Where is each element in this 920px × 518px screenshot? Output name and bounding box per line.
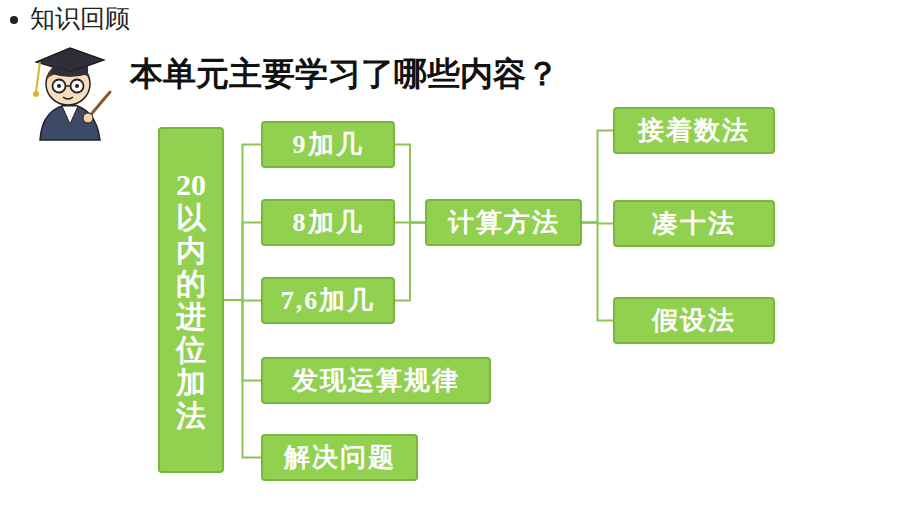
box-text: 接着数法 xyxy=(638,113,750,148)
box-text: 20以内的进位加法 xyxy=(176,168,206,432)
bullet xyxy=(10,16,18,24)
branch-box: 8加几 xyxy=(261,199,395,246)
branch-box: 9加几 xyxy=(261,121,395,168)
bracket-connector xyxy=(582,131,613,223)
box-text: 假设法 xyxy=(652,303,736,338)
box-text: 8加几 xyxy=(293,205,364,240)
branch-box: 凑十法 xyxy=(613,200,775,247)
box-text: 解决问题 xyxy=(284,440,396,475)
box-text: 发现运算规律 xyxy=(292,363,460,398)
bracket-connector xyxy=(224,300,261,458)
box-text: 9加几 xyxy=(293,127,364,162)
bracket-connector xyxy=(224,145,261,301)
topic-box: 20以内的进位加法 xyxy=(158,127,224,473)
branch-box: 假设法 xyxy=(613,297,775,344)
box-text: 计算方法 xyxy=(448,205,560,240)
bracket-connector xyxy=(395,223,425,301)
branch-box: 接着数法 xyxy=(613,107,775,154)
box-text: 凑十法 xyxy=(652,206,736,241)
branch-box: 7,6加几 xyxy=(261,277,395,324)
branch-box: 计算方法 xyxy=(425,199,582,246)
box-text: 7,6加几 xyxy=(281,283,376,318)
bracket-connector xyxy=(582,223,613,321)
branch-box: 解决问题 xyxy=(261,434,418,481)
section-label: 知识回顾 xyxy=(30,2,130,35)
bracket-connector xyxy=(395,145,425,223)
bracket-connector xyxy=(224,223,261,301)
slide-title: 本单元主要学习了哪些内容？ xyxy=(130,52,559,97)
teacher-icon xyxy=(33,48,110,140)
branch-box: 发现运算规律 xyxy=(261,357,491,404)
